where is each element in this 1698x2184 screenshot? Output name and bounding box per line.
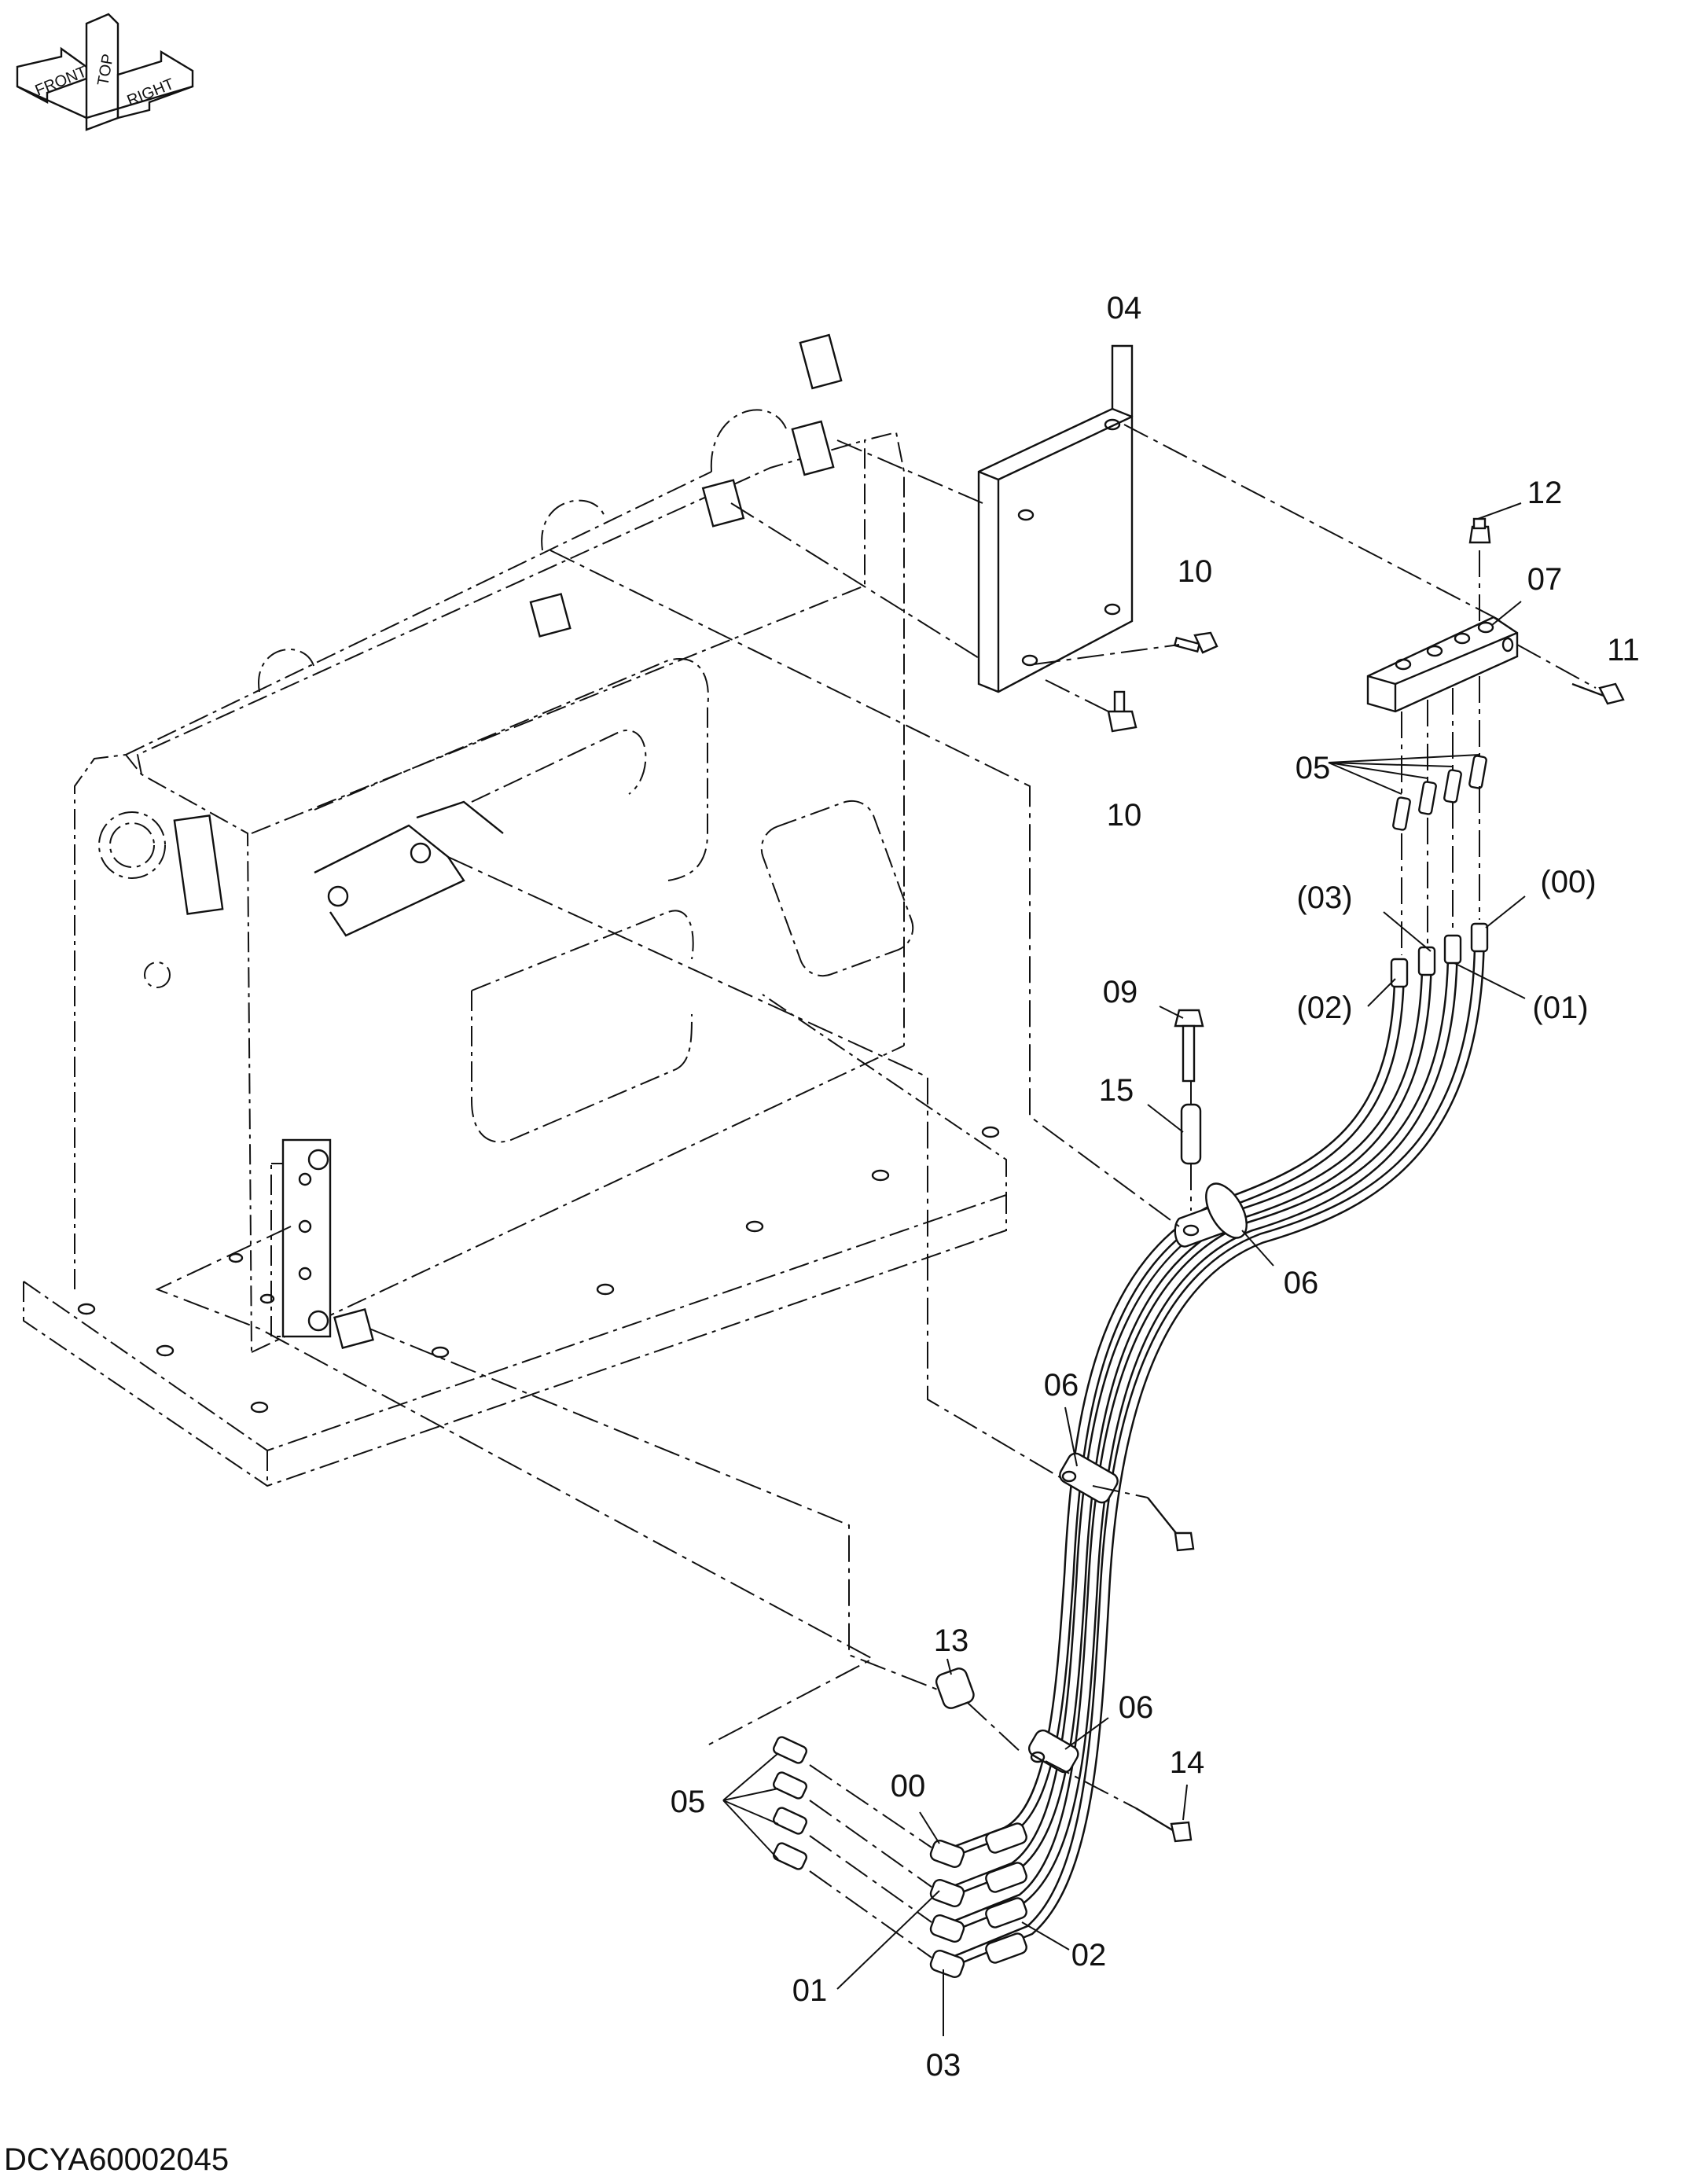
frame-phantom-outline xyxy=(23,409,1007,1487)
callout-12: 12 xyxy=(1527,476,1563,510)
callout-09: 09 xyxy=(1103,975,1138,1009)
callout-05-upper: 05 xyxy=(1296,751,1331,785)
callout-07: 07 xyxy=(1527,562,1563,597)
callout-06-lower: 06 xyxy=(1119,1690,1154,1725)
hose-clamps xyxy=(1027,1182,1248,1774)
callout-10-upper: 10 xyxy=(1178,554,1213,589)
callout-14: 14 xyxy=(1170,1745,1205,1780)
callout-06-upper: 06 xyxy=(1284,1266,1319,1300)
top-arrow-icon xyxy=(85,13,119,131)
callout-01-ref: (01) xyxy=(1532,991,1588,1025)
cover-plate xyxy=(977,344,1134,693)
callout-06-middle: 06 xyxy=(1044,1368,1079,1403)
callout-13: 13 xyxy=(934,1623,969,1658)
frame-mount-holes xyxy=(77,1126,1000,1414)
callout-11: 11 xyxy=(1607,633,1640,667)
callout-03: 03 xyxy=(926,2048,961,2083)
callout-labels: 04 12 07 10 10 11 05 (03) (00) (02) (01)… xyxy=(671,291,1640,2083)
callout-00-ref: (00) xyxy=(1540,865,1596,899)
callout-04: 04 xyxy=(1107,291,1142,325)
frame-brackets xyxy=(173,333,843,1349)
manifold-block xyxy=(1366,616,1519,713)
leader-lines xyxy=(722,502,1526,2036)
callout-01: 01 xyxy=(792,1973,828,2008)
assembly-lines xyxy=(155,424,1597,1958)
callout-10-lower: 10 xyxy=(1107,798,1142,833)
bolts xyxy=(935,517,1625,1843)
lower-fittings xyxy=(772,1736,808,1870)
callout-00: 00 xyxy=(891,1769,926,1803)
orientation-indicator: FRONT TOP RIGHT xyxy=(16,13,194,131)
callout-05-lower: 05 xyxy=(671,1785,706,1819)
callout-03-ref: (03) xyxy=(1296,881,1352,915)
upper-fittings xyxy=(1392,755,1487,831)
callout-02: 02 xyxy=(1071,1938,1107,1973)
hose-bundle xyxy=(929,922,1489,1979)
drawing-id: DCYA60002045 xyxy=(4,2142,229,2177)
right-arrow-icon xyxy=(116,50,194,119)
callout-02-ref: (02) xyxy=(1296,991,1352,1025)
callout-15: 15 xyxy=(1099,1073,1134,1108)
